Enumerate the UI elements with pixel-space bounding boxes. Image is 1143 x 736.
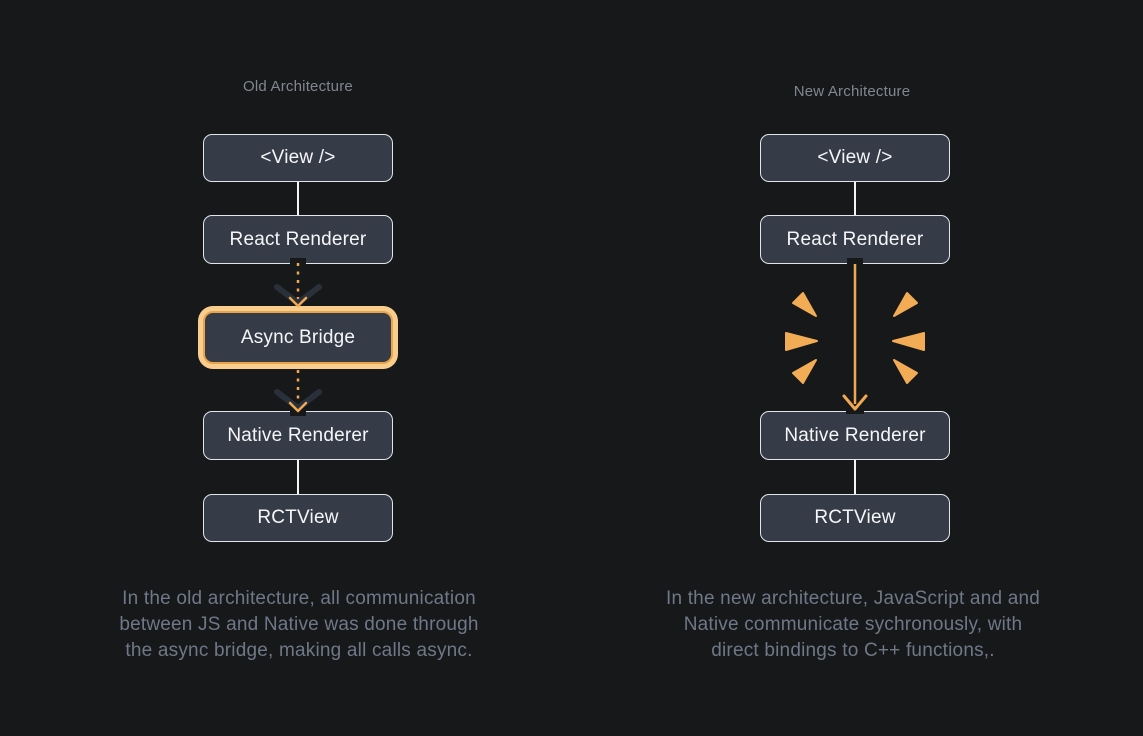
- border-notch: [847, 258, 863, 268]
- connector-line: [854, 460, 856, 494]
- spark-burst-icon: [785, 292, 925, 384]
- border-notch: [290, 258, 306, 267]
- old-architecture-title: Old Architecture: [243, 78, 353, 95]
- node-rctview-new: RCTView: [760, 494, 950, 542]
- dashed-arrow-icon: [274, 370, 322, 413]
- node-react-renderer-old: React Renderer: [203, 215, 393, 264]
- connector-line: [854, 182, 856, 215]
- node-react-renderer-new: React Renderer: [760, 215, 950, 264]
- node-native-renderer-new: Native Renderer: [760, 411, 950, 460]
- node-rctview-old: RCTView: [203, 494, 393, 542]
- node-async-bridge: Async Bridge: [203, 311, 393, 364]
- node-view-new: <View />: [760, 134, 950, 182]
- new-architecture-caption: In the new architecture, JavaScript and …: [665, 588, 1041, 661]
- old-architecture-caption: In the old architecture, all communicati…: [119, 588, 479, 661]
- connector-line: [297, 460, 299, 494]
- node-native-renderer-old: Native Renderer: [203, 411, 393, 460]
- connector-line: [297, 182, 299, 215]
- node-view-old: <View />: [203, 134, 393, 182]
- dashed-arrow-icon: [274, 263, 322, 308]
- new-architecture-title: New Architecture: [793, 83, 911, 100]
- solid-arrow-icon: [842, 264, 868, 411]
